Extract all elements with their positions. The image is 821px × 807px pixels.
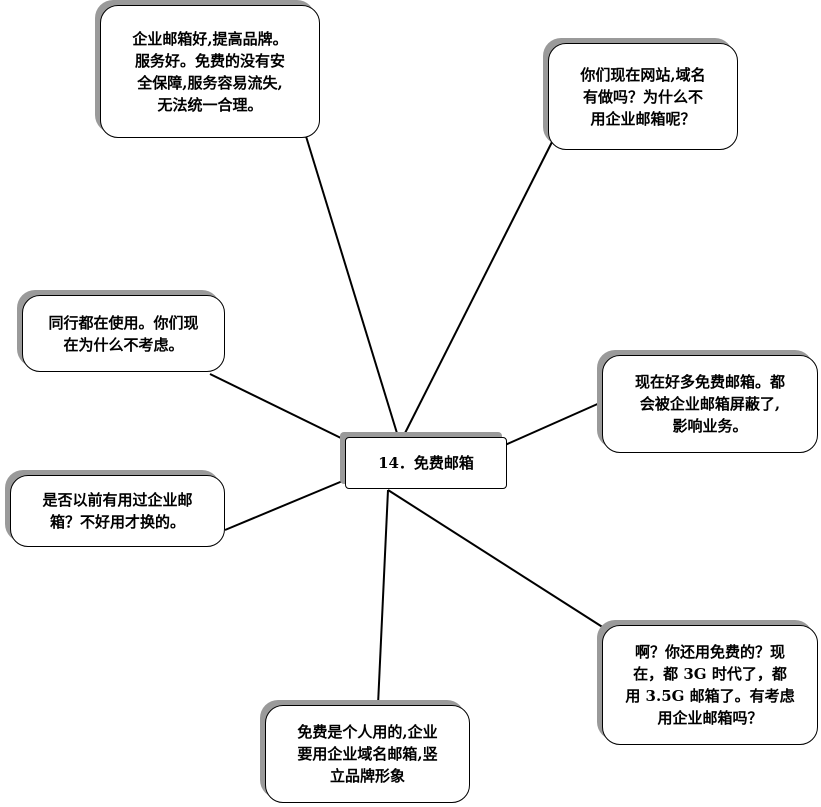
node-text-line: 要用企业域名邮箱,竖 — [297, 745, 438, 763]
node-personal-use: 免费是个人用的,企业 要用企业域名邮箱,竖 立品牌形象 — [265, 705, 470, 803]
connector-line — [209, 373, 346, 441]
node-blocked: 现在好多免费邮箱。都 会被企业邮箱屏蔽了, 影响业务。 — [602, 355, 818, 453]
node-text-line: 无法统一合理。 — [157, 95, 263, 114]
node-text-line: 用 3.5G 邮箱了。有考虑 — [625, 687, 795, 705]
connector-line — [304, 132, 401, 444]
node-text-line: 在，都 3G 时代了，都 — [633, 665, 787, 683]
node-peers-using: 同行都在使用。你们现 在为什么不考虑。 — [22, 295, 225, 372]
connector-line — [377, 489, 389, 706]
connector-line — [504, 401, 603, 446]
node-text-line: 你们现在网站,域名 — [580, 65, 706, 84]
node-text-line: 立品牌形象 — [329, 767, 405, 785]
node-3g-era: 啊？你还用免费的？现 在，都 3G 时代了，都 用 3.5G 邮箱了。有考虑 用… — [602, 625, 818, 745]
node-used-before: 是否以前有用过企业邮 箱？不好用才换的。 — [10, 475, 225, 547]
node-text-line: 免费是个人用的,企业 — [297, 723, 438, 741]
node-text-line: 服务好。免费的没有安 — [134, 51, 285, 70]
node-text-line: 啊？你还用免费的？现 — [634, 643, 785, 661]
node-text-line: 用企业邮箱吗？ — [657, 709, 763, 727]
node-text-line: 会被企业邮箱屏蔽了, — [639, 395, 781, 413]
node-text-line: 用企业邮箱呢？ — [590, 109, 696, 128]
node-text-line: 在为什么不考虑。 — [63, 335, 184, 354]
node-text-line: 企业邮箱好,提高品牌。 — [132, 29, 288, 48]
connector-line — [387, 489, 605, 629]
node-text-line: 影响业务。 — [672, 417, 748, 435]
node-text-line: 同行都在使用。你们现 — [48, 313, 199, 332]
node-text-line: 现在好多免费邮箱。都 — [634, 373, 785, 391]
node-text-line: 是否以前有用过企业邮 — [42, 491, 193, 509]
node-brand: 企业邮箱好,提高品牌。 服务好。免费的没有安 全保障,服务容易流失, 无法统一合… — [100, 5, 320, 138]
connector-line — [224, 479, 346, 531]
connector-line — [399, 139, 554, 444]
node-text-line: 全保障,服务容易流失, — [137, 73, 283, 92]
central-topic: 14．免费邮箱 — [345, 437, 507, 489]
node-website-domain: 你们现在网站,域名 有做吗？为什么不 用企业邮箱呢？ — [548, 43, 738, 150]
central-topic-label: 14．免费邮箱 — [378, 454, 474, 472]
node-text-line: 有做吗？为什么不 — [582, 87, 703, 106]
node-text-line: 箱？不好用才换的。 — [49, 513, 185, 531]
